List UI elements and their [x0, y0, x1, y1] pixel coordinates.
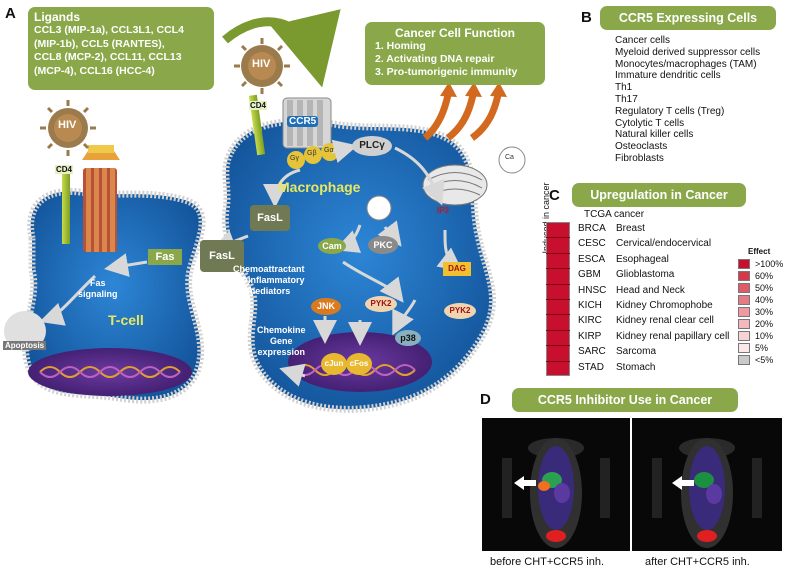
chemoattractant-mediators-label: Chemoattractant Proinflammatory mediator…: [233, 264, 305, 296]
tcell-cd4-stalk: [62, 172, 70, 244]
g-beta-icon: [304, 146, 322, 164]
panel-letter-a: A: [5, 5, 16, 22]
ip3-label: IP3: [437, 206, 450, 215]
fasl-internal-label: FasL: [250, 205, 290, 231]
caption-after: after CHT+CCR5 inh.: [645, 556, 750, 568]
g-beta-label: Gβ: [307, 150, 317, 157]
ccr5-cell-item: Regulatory T cells (Treg): [615, 105, 725, 117]
ligand-arrow: [222, 9, 341, 88]
p38-label: p38: [395, 330, 421, 346]
legend-swatch: [738, 355, 750, 365]
cjun-label: cJun: [321, 353, 347, 375]
calcium-label: Ca: [505, 154, 514, 161]
ccr5-cell-item: Cytolytic T cells: [615, 117, 685, 129]
ligands-line-2: (MIP-1b), CCL5 (RANTES),: [34, 37, 165, 50]
cancer-function-item-2: 2. Activating DNA repair: [375, 53, 495, 65]
upregulation-title: Upregulation in Cancer: [572, 183, 746, 207]
panel-letter-c: C: [549, 187, 560, 204]
ligands-line-4: (MCP-4), CCL16 (HCC-4): [34, 64, 155, 77]
ccr5-cells-list: Cancer cells Myeloid derived suppressor …: [615, 35, 760, 165]
calcium-ions-icon: [366, 146, 526, 221]
ccr5-cell-item: Natural killer cells: [615, 129, 694, 141]
macrophage-cd4-label: CD4: [249, 101, 268, 110]
cfos-label: cFos: [346, 353, 372, 375]
apoptosis-label: Apoptosis: [3, 341, 47, 350]
plcg-label: PLCγ: [352, 136, 392, 156]
ccr5-cell-item: Myeloid derived suppressor cells: [615, 46, 761, 58]
g-gamma-icon: [287, 151, 305, 169]
cancer-function-box: Cancer Cell Function 1. Homing 2. Activa…: [365, 22, 545, 85]
tcell-nucleus: [28, 348, 192, 396]
cancer-function-title: Cancer Cell Function: [394, 26, 516, 40]
dag-label: DAG: [443, 262, 471, 276]
cam-label: Cam: [318, 238, 346, 254]
fas-signaling-label: Fas signaling: [78, 278, 118, 299]
legend-swatch: [738, 331, 750, 341]
ccr5-cell-item: Fibroblasts: [615, 152, 664, 164]
ligands-line-3: CCL8 (MCP-2), CCL11, CCL13: [34, 51, 182, 63]
ccr5-cell-item: Th1: [615, 82, 633, 94]
macrophage-label: Macrophage: [278, 179, 361, 195]
pyk2-label-1: PYK2: [365, 296, 397, 312]
pkc-label: PKC: [368, 236, 398, 254]
pet-scan-before-image: [482, 418, 630, 551]
inhibitor-title: CCR5 Inhibitor Use in Cancer: [512, 388, 738, 412]
ccr5-cell-item: Cancer cells: [615, 35, 671, 46]
legend-swatch: [738, 271, 750, 281]
pyk2-label-2: PYK2: [444, 303, 476, 319]
before-arrow-icon: [514, 476, 536, 490]
cancer-function-item-3: 3. Pro-tumorigenic immunity: [375, 66, 518, 78]
cancer-function-item-1: 1. Homing: [375, 40, 426, 52]
panel-letter-b: B: [581, 9, 592, 26]
legend-swatch: [738, 295, 750, 305]
legend-swatch: [738, 283, 750, 293]
tcell-label: T-cell: [108, 312, 144, 328]
effect-legend-title: Effect: [748, 247, 771, 256]
tcell-cd4-label: CD4: [55, 165, 74, 174]
ccr5-cell-item: Osteoclasts: [615, 141, 668, 153]
panel-letter-d: D: [480, 391, 491, 408]
ccr5-cell-item: Th17: [615, 93, 638, 105]
ccr5-cell-item: Immature dendritic cells: [615, 70, 721, 82]
ligands-title: Ligands: [34, 10, 81, 24]
after-arrow-icon: [672, 476, 694, 490]
legend-swatch: [738, 307, 750, 317]
induced-heat-gridlines: [546, 222, 570, 376]
ligands-box: Ligands CCL3 (MIP-1a), CCL3L1, CCL4 (MIP…: [28, 7, 214, 90]
g-gamma-label: Gγ: [290, 155, 299, 162]
legend-swatch: [738, 259, 750, 269]
effect-legend: >100% 60% 50% 40% 30% 20% 10% 5% <5%: [738, 259, 784, 371]
jnk-label: JNK: [311, 298, 341, 315]
cancer-function-arrows-icon: [422, 94, 502, 141]
ccr5-label: CCR5: [287, 116, 319, 127]
caption-before: before CHT+CCR5 inh.: [490, 556, 605, 568]
fasl-membrane-label: FasL: [200, 240, 244, 272]
tcga-cancer-label: TCGA cancer: [584, 209, 645, 220]
legend-swatch: [738, 319, 750, 329]
tcell-receptor: [83, 168, 117, 252]
macrophage-hiv-label: HIV: [252, 58, 271, 70]
pet-scan-after-image: [632, 418, 782, 551]
tcell-hiv-virion-icon: [40, 100, 96, 156]
fas-label: Fas: [148, 249, 182, 265]
ccr5-cells-title: CCR5 Expressing Cells: [600, 6, 776, 30]
ccr5-cell-item: Monocytes/macrophages (TAM): [615, 58, 757, 70]
ligands-line-1: CCL3 (MIP-1a), CCL3L1, CCL4: [34, 24, 184, 36]
g-alpha-label: Gα: [324, 147, 334, 154]
chemokine-gene-expression-label: Chemokine Gene expression: [257, 325, 306, 357]
legend-swatch: [738, 343, 750, 353]
tcell-hiv-label: HIV: [58, 119, 77, 131]
